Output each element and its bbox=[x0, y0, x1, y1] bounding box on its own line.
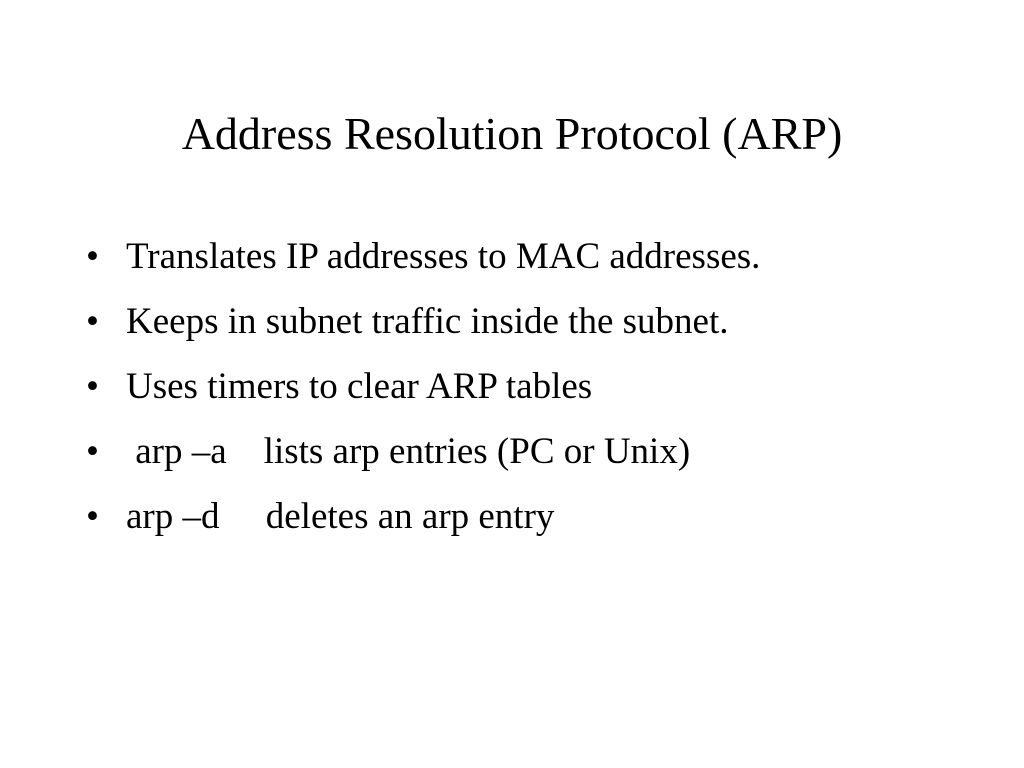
bullet-dot-icon: • bbox=[86, 236, 99, 277]
bullet-item: • Keeps in subnet traffic inside the sub… bbox=[86, 297, 986, 362]
bullet-item: • Translates IP addresses to MAC address… bbox=[86, 232, 986, 297]
bullet-text: arp –d deletes an arp entry bbox=[126, 496, 555, 537]
bullet-text: arp –a lists arp entries (PC or Unix) bbox=[126, 431, 691, 472]
bullet-item: • arp –d deletes an arp entry bbox=[86, 492, 986, 557]
bullet-text: Uses timers to clear ARP tables bbox=[126, 366, 593, 407]
bullet-text: Keeps in subnet traffic inside the subne… bbox=[126, 301, 729, 342]
bullet-item: • Uses timers to clear ARP tables bbox=[86, 362, 986, 427]
bullet-dot-icon: • bbox=[86, 496, 99, 537]
bullet-list: • Translates IP addresses to MAC address… bbox=[86, 232, 986, 557]
bullet-dot-icon: • bbox=[86, 366, 99, 407]
slide-title: Address Resolution Protocol (ARP) bbox=[181, 108, 843, 159]
bullet-item: • arp –a lists arp entries (PC or Unix) bbox=[86, 427, 986, 492]
bullet-text: Translates IP addresses to MAC addresses… bbox=[126, 236, 761, 277]
bullet-dot-icon: • bbox=[86, 301, 99, 342]
bullet-dot-icon: • bbox=[86, 431, 99, 472]
